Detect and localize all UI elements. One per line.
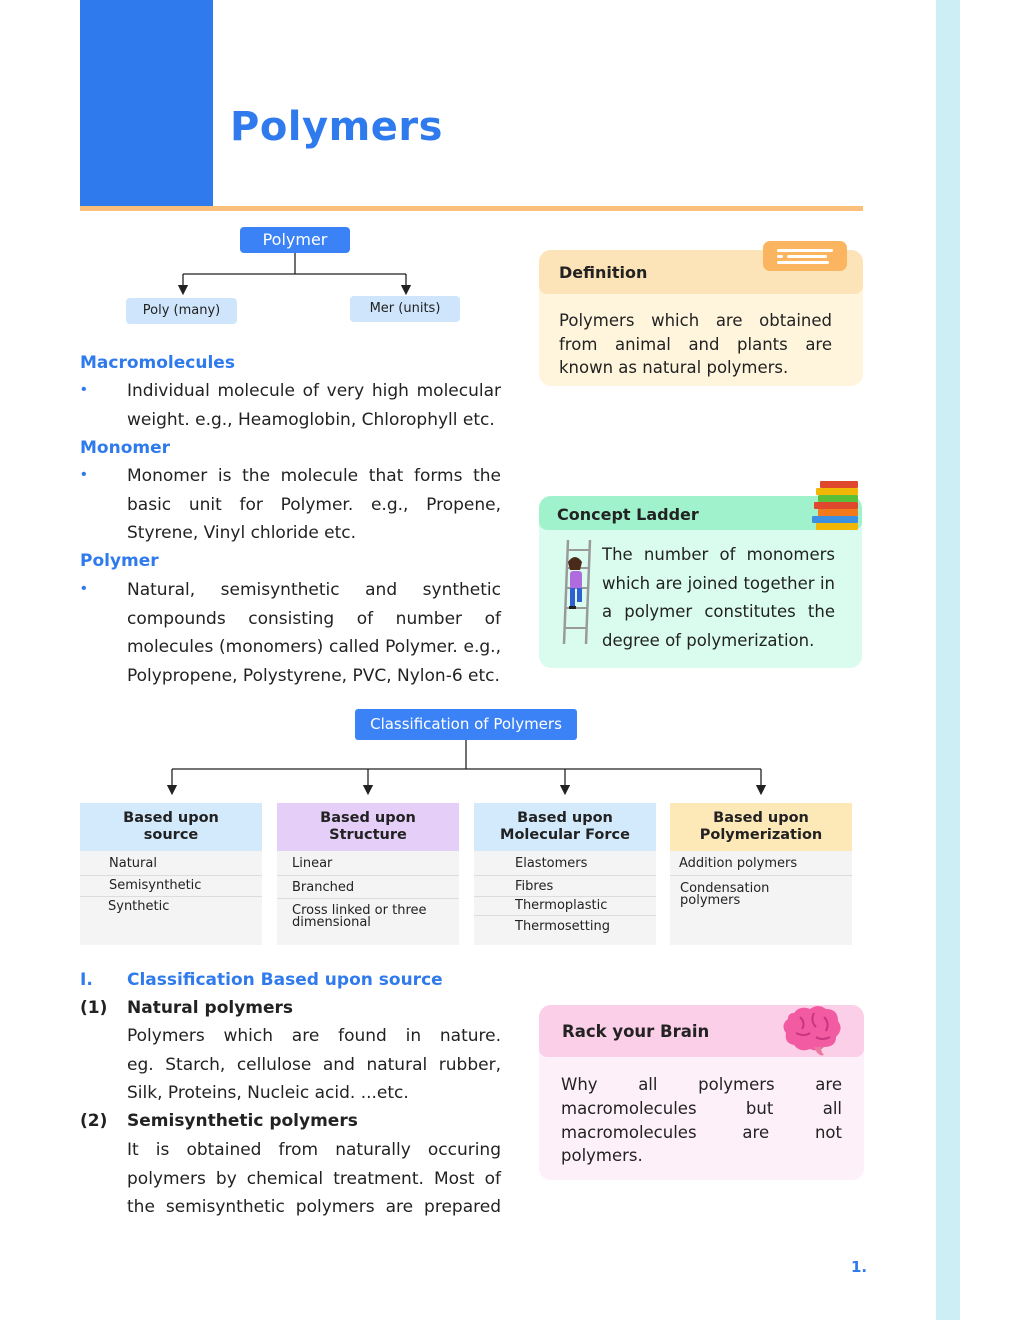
category-item: Natural: [109, 856, 157, 871]
divider: [474, 896, 656, 897]
monomer-text: Monomer is the molecule that forms the b…: [127, 466, 501, 543]
category-item: Elastomers: [515, 856, 588, 871]
rack-brain-title: Rack your Brain: [562, 1022, 710, 1041]
macromolecules-heading: Macromolecules: [80, 353, 235, 373]
category-item: Fibres: [515, 879, 554, 894]
category-item: Thermoplastic: [515, 898, 608, 913]
brain-icon: [783, 1006, 841, 1056]
bullet: •: [81, 580, 87, 597]
divider: [80, 896, 262, 897]
divider: [474, 875, 656, 876]
mer-label: Mer (units): [350, 296, 460, 322]
category-item: dimensional: [292, 915, 371, 930]
bullet: •: [81, 466, 87, 483]
category-item: Addition polymers: [679, 856, 798, 871]
category-item: Semisynthetic: [109, 878, 202, 893]
natural-polymers-text: Polymers which are found in nature. eg. …: [127, 1026, 501, 1103]
polymer-root-label: Polymer: [240, 227, 350, 253]
category-item: Thermosetting: [515, 919, 610, 934]
divider: [474, 915, 656, 916]
books-icon: [812, 481, 858, 530]
section-number: I.: [80, 970, 93, 990]
monomer-heading: Monomer: [80, 438, 171, 458]
header-block: [80, 0, 213, 206]
rack-brain-text: Why all polymers are macromolecules but …: [561, 1075, 842, 1166]
header-rule: [80, 206, 863, 211]
bullet: •: [81, 381, 87, 398]
side-strip: [936, 0, 960, 1320]
semisynthetic-polymers-text: It is obtained from naturally occuring p…: [127, 1140, 501, 1217]
concept-ladder-text: The number of monomers which are joined …: [602, 545, 835, 650]
category-item: Cross linked or three: [292, 903, 427, 918]
divider: [277, 875, 459, 876]
divider: [670, 875, 852, 876]
classification-title: Classification of Polymers: [355, 709, 577, 740]
poly-label: Poly (many): [126, 298, 237, 324]
semisynthetic-polymers-heading: Semisynthetic polymers: [127, 1111, 358, 1131]
natural-polymers-heading: Natural polymers: [127, 998, 294, 1018]
page-number: 1.: [851, 1258, 868, 1276]
macromolecules-text: Individual molecule of very high molecul…: [127, 381, 501, 430]
concept-ladder-header: [539, 496, 862, 530]
divider: [277, 898, 459, 899]
item-number: (2): [80, 1111, 108, 1131]
definition-text: Polymers which are obtained from animal …: [559, 311, 832, 377]
category-item: polymers: [680, 893, 741, 908]
category-item: Branched: [292, 880, 355, 895]
category-item: Linear: [292, 856, 333, 871]
concept-ladder-title: Concept Ladder: [557, 505, 699, 524]
source-section-heading: Classification Based upon source: [127, 970, 443, 990]
polymer-heading: Polymer: [80, 551, 159, 571]
polymer-text: Natural, semisynthetic and synthetic com…: [127, 580, 501, 686]
divider: [80, 875, 262, 876]
ladder-girl-icon: [562, 539, 592, 645]
category-item: Condensation: [680, 881, 770, 896]
definition-title: Definition: [559, 263, 648, 282]
notes-icon: [763, 241, 847, 271]
item-number: (1): [80, 998, 108, 1018]
page-title: Polymers: [230, 104, 443, 150]
category-item: Synthetic: [108, 899, 170, 914]
